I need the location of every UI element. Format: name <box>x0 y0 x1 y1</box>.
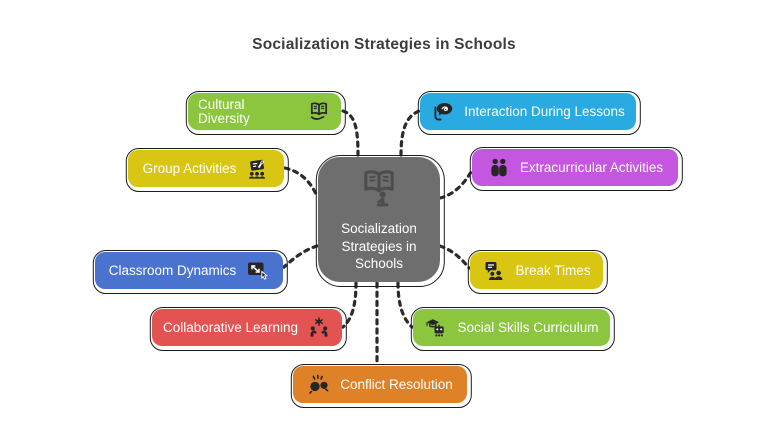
page-title: Socialization Strategies in Schools <box>252 36 516 53</box>
conflict-heads-icon <box>307 373 331 397</box>
connector-collaborative-learning <box>341 281 358 329</box>
activity-board-icon <box>245 157 269 181</box>
node-label: Extracurricular Activities <box>519 159 664 175</box>
connector-interaction <box>399 109 421 157</box>
people-gear-icon <box>307 316 331 340</box>
node-break-times: Break Times <box>470 252 603 289</box>
node-label: Classroom Dynamics <box>108 262 237 278</box>
node-label: Social Skills Curriculum <box>457 319 599 335</box>
connector-extracurricular <box>438 170 473 200</box>
node-collaborative-learning: Collaborative Learning <box>152 309 342 346</box>
node-label: Group Activities <box>142 160 237 176</box>
node-label: Conflict Resolution <box>340 376 453 392</box>
connector-break-times <box>438 244 471 270</box>
node-group-activities: Group Activities <box>128 150 284 187</box>
node-social-skills-curriculum: Social Skills Curriculum <box>413 309 610 346</box>
open-book-icon <box>357 166 401 215</box>
book-in-hand-icon <box>307 100 331 124</box>
node-cultural-diversity: Cultural Diversity <box>188 93 341 130</box>
node-extracurricular-activities: Extracurricular Activities <box>472 149 678 186</box>
interactive-screen-icon <box>245 259 269 283</box>
speech-bubble-icon <box>431 100 455 124</box>
connector-social-skills <box>396 281 414 329</box>
center-node: Socialization Strategies in Schools <box>318 157 440 282</box>
node-label: Break Times <box>515 262 591 278</box>
connector-group-activities <box>283 166 319 198</box>
connector-cultural-diversity <box>341 109 360 157</box>
two-people-icon <box>487 156 511 180</box>
connector-classroom-dynamics <box>282 244 319 269</box>
node-conflict-resolution: Conflict Resolution <box>293 366 467 403</box>
node-label: Interaction During Lessons <box>464 103 625 119</box>
center-node-label: Socialization Strategies in Schools <box>341 220 417 272</box>
node-interaction-during-lessons: Interaction During Lessons <box>420 93 636 130</box>
chat-people-icon <box>482 259 506 283</box>
node-label: Cultural Diversity <box>198 97 250 126</box>
robot-graduate-icon <box>424 316 448 340</box>
node-classroom-dynamics: Classroom Dynamics <box>95 252 283 289</box>
node-label: Collaborative Learning <box>162 319 299 335</box>
